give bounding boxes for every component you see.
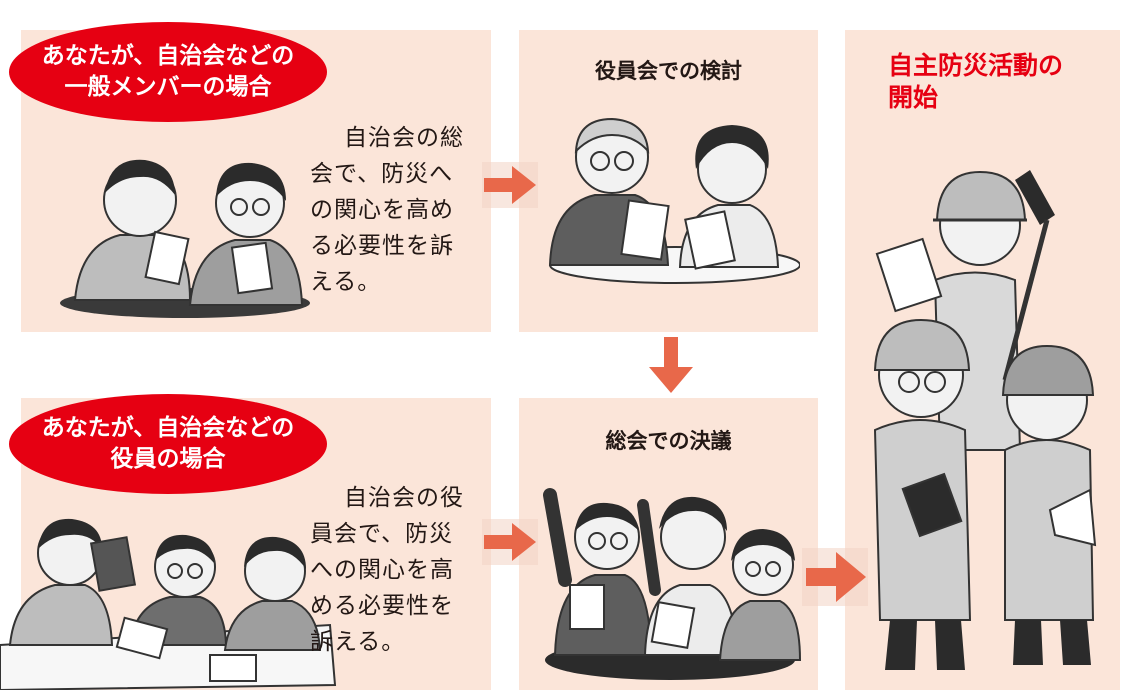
officer-desc-line-2: 員会で、防災: [310, 521, 454, 547]
member-desc-line-2: 会で、防災へ: [310, 161, 454, 187]
member-case-bubble: あなたが、自治会などの 一般メンバーの場合: [9, 22, 327, 122]
officer-desc-line-3: への関心を高: [310, 557, 454, 583]
general-resolution-illustration: [543, 488, 802, 680]
officer-case-description: 自治会の役 員会で、防災 への関心を高 める必要性を 訴える。: [310, 480, 464, 660]
arrow-right-icon: [482, 162, 538, 208]
officer-desc-line-4: める必要性を: [310, 593, 454, 619]
arrow-right-icon: [482, 519, 538, 565]
member-bubble-line-1: あなたが、自治会などの: [41, 43, 295, 69]
disaster-prevention-team-illustration: [873, 170, 1097, 670]
board-review-illustration: [548, 117, 800, 284]
arrow-down-icon: [649, 337, 693, 393]
member-desc-line-5: える。: [310, 269, 382, 295]
officer-desc-line-1: 自治会の役: [344, 485, 464, 511]
member-case-description: 自治会の総 会で、防災へ の関心を高め る必要性を訴 える。: [310, 120, 464, 300]
officer-bubble-line-1: あなたが、自治会などの: [41, 415, 295, 441]
member-desc-line-1: 自治会の総: [344, 125, 464, 151]
arrow-right-icon: [802, 548, 868, 606]
final-title-line-2: 開始: [888, 83, 939, 112]
officer-case-bubble: あなたが、自治会などの 役員の場合: [9, 394, 327, 494]
final-title: 自主防災活動の 開始: [888, 50, 1063, 114]
member-desc-line-4: る必要性を訴: [310, 233, 454, 259]
officer-bubble-line-2: 役員の場合: [110, 446, 226, 472]
officer-meeting-illustration: [0, 518, 337, 690]
member-meeting-illustration: [60, 159, 310, 318]
final-title-line-1: 自主防災活動の: [888, 51, 1064, 80]
officer-desc-line-5: 訴える。: [310, 629, 406, 655]
board-review-title: 役員会での検討: [595, 59, 742, 83]
general-resolution-title: 総会での決議: [605, 429, 732, 453]
member-bubble-line-2: 一般メンバーの場合: [64, 74, 272, 100]
member-desc-line-3: の関心を高め: [310, 197, 454, 223]
